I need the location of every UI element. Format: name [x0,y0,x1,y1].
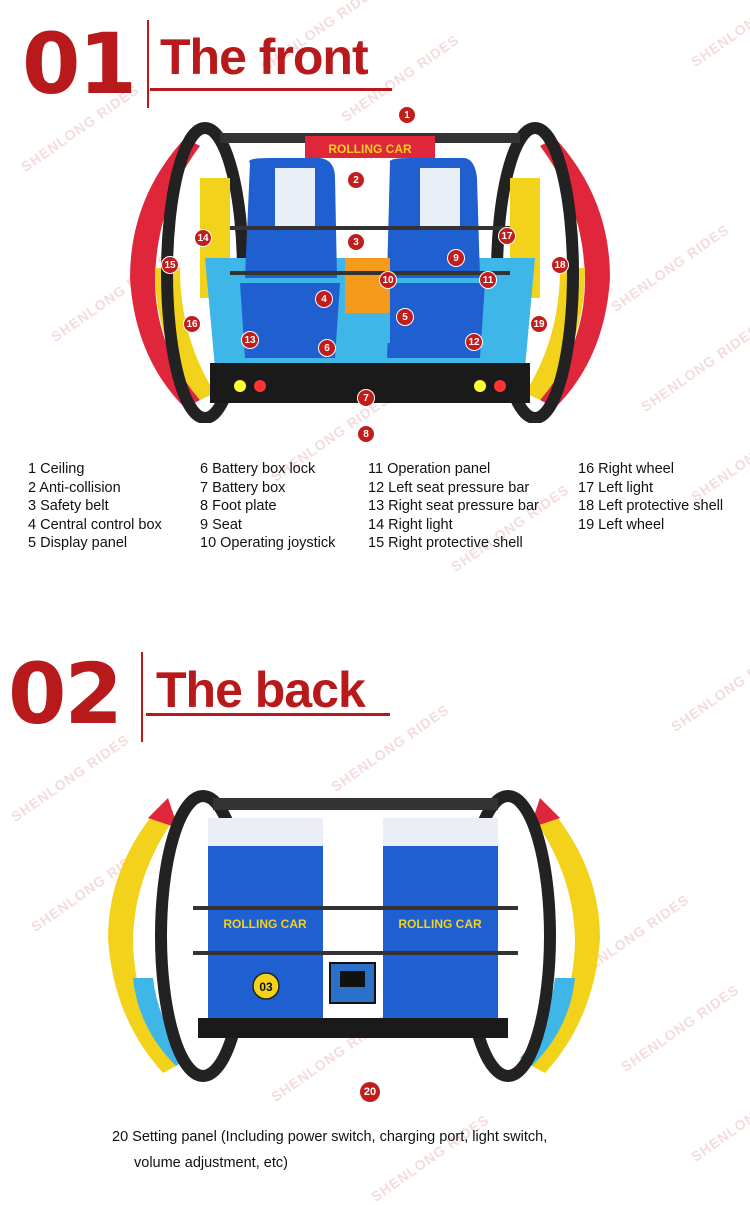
legend-item: 6 Battery box lock [200,461,316,477]
legend-item: 9 Seat [200,516,242,533]
callout-5: 5 [397,309,413,325]
watermark: SHENLONG RIDES [668,641,750,735]
callout-1: 1 [399,107,415,123]
legend-item: 16 Right wheel [578,461,674,477]
legend-item: 8 Foot plate [200,498,277,515]
legend-item: 7 Battery box [200,479,286,496]
legend-item: 13 Right seat pressure bar [368,498,539,515]
legend-item: 4 Central control box [28,516,162,533]
legend-column-3: 11 Operation panel 12 Left seat pressure… [368,460,539,553]
legend-column-1: 1 Ceiling 2 Anti-collision 3 Safety belt… [28,460,162,553]
legend-item: 1 Ceiling [28,461,85,477]
callout-20: 20 [360,1082,380,1102]
legend-item: 14 Right light [368,516,453,533]
section-number: 01 [22,15,137,113]
divider [147,20,149,108]
section-number: 02 [8,645,123,743]
divider [141,652,143,742]
callout-7: 7 [358,390,374,406]
svg-text:03: 03 [259,980,273,994]
callout-11: 11 [480,272,496,288]
svg-text:ROLLING CAR: ROLLING CAR [328,142,412,156]
section-title: The front [160,29,369,85]
legend-item: 12 Left seat pressure bar [368,479,530,496]
callout-17: 17 [499,228,515,244]
legend-item: 10 Operating joystick [200,535,336,552]
callout-12: 12 [466,334,482,350]
title-underline [146,713,390,716]
watermark: SHENLONG RIDES [618,981,742,1075]
section-title: The back [156,662,366,718]
legend-item: 2 Anti-collision [28,479,121,496]
watermark: SHENLONG RIDES [688,1071,750,1165]
legend-item: 15 Right protective shell [368,535,523,552]
svg-text:ROLLING CAR: ROLLING CAR [398,917,482,931]
callout-18: 18 [552,257,568,273]
callout-16: 16 [184,316,200,332]
watermark: SHENLONG RIDES [688,0,750,70]
legend-item: 17 Left light [578,479,653,496]
callout-3: 3 [348,234,364,250]
callout-6: 6 [319,340,335,356]
back-ride-illustration: ROLLING CAR ROLLING CAR 03 [108,790,600,1082]
callout-8: 8 [358,426,374,442]
note-line-2: volume adjustment, etc) [134,1155,288,1171]
legend-item: 19 Left wheel [578,516,665,533]
title-underline [150,88,392,91]
legend-item: 18 Left protective shell [578,498,724,515]
legend-column-4: 16 Right wheel 17 Left light 18 Left pro… [578,460,723,534]
watermark: SHENLONG RIDES [608,221,732,315]
legend-item: 5 Display panel [28,535,128,552]
callout-19: 19 [531,316,547,332]
callout-13: 13 [242,332,258,348]
callout-9: 9 [448,250,464,266]
setting-panel-note: 20 Setting panel (Including power switch… [112,1124,547,1176]
note-line-1: 20 Setting panel (Including power switch… [112,1129,548,1145]
legend-column-2: 6 Battery box lock 7 Battery box 8 Foot … [200,460,335,553]
legend-item: 3 Safety belt [28,498,109,515]
watermark: SHENLONG RIDES [638,321,750,415]
legend-item: 11 Operation panel [368,461,491,477]
callout-15: 15 [162,257,178,273]
svg-text:ROLLING CAR: ROLLING CAR [223,917,307,931]
callout-10: 10 [380,272,396,288]
front-ride-illustration: ROLLING CAR [130,122,610,423]
callout-2: 2 [348,172,364,188]
callout-14: 14 [195,230,211,246]
callout-4: 4 [316,291,332,307]
